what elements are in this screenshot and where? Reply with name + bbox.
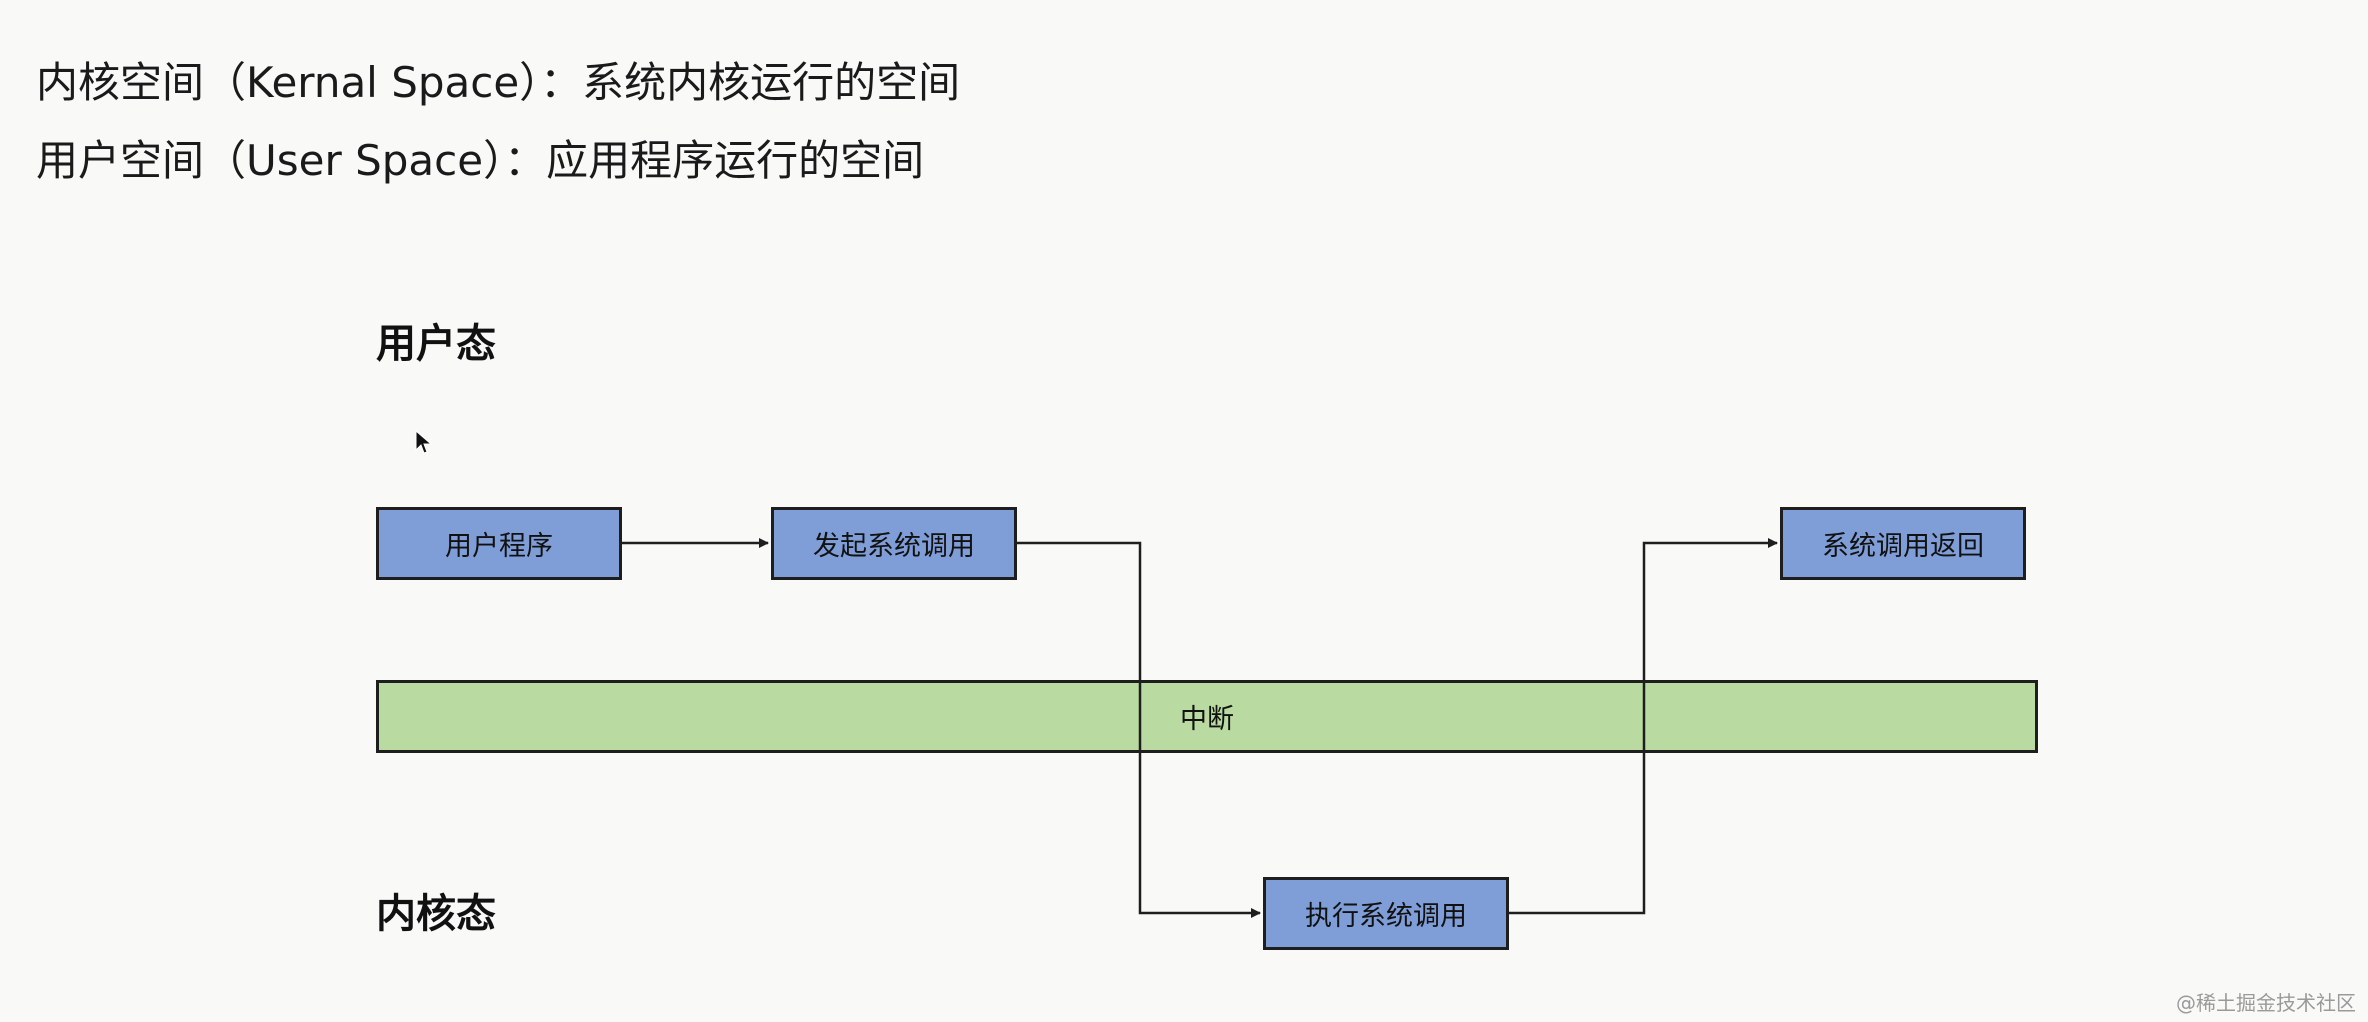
watermark: @稀土掘金技术社区 [2176,991,2356,1015]
user-program-label: 用户程序 [445,531,553,562]
interrupt-bar: 中断 [376,680,2038,753]
mouse-cursor-icon [415,430,433,454]
user-space-description: 用户空间（User Space）：应用程序运行的空间 [36,136,925,185]
kernel-mode-label: 内核态 [376,891,496,937]
kernel-space-description: 内核空间（Kernal Space）：系统内核运行的空间 [36,58,961,107]
initiate-syscall-label: 发起系统调用 [813,531,975,562]
syscall-return-box: 系统调用返回 [1780,507,2026,580]
user-program-box: 用户程序 [376,507,622,580]
execute-syscall-box: 执行系统调用 [1263,877,1509,950]
initiate-syscall-box: 发起系统调用 [771,507,1017,580]
execute-syscall-label: 执行系统调用 [1305,901,1467,932]
user-mode-label: 用户态 [376,321,496,367]
interrupt-label: 中断 [1180,704,1234,735]
syscall-return-label: 系统调用返回 [1822,531,1984,562]
